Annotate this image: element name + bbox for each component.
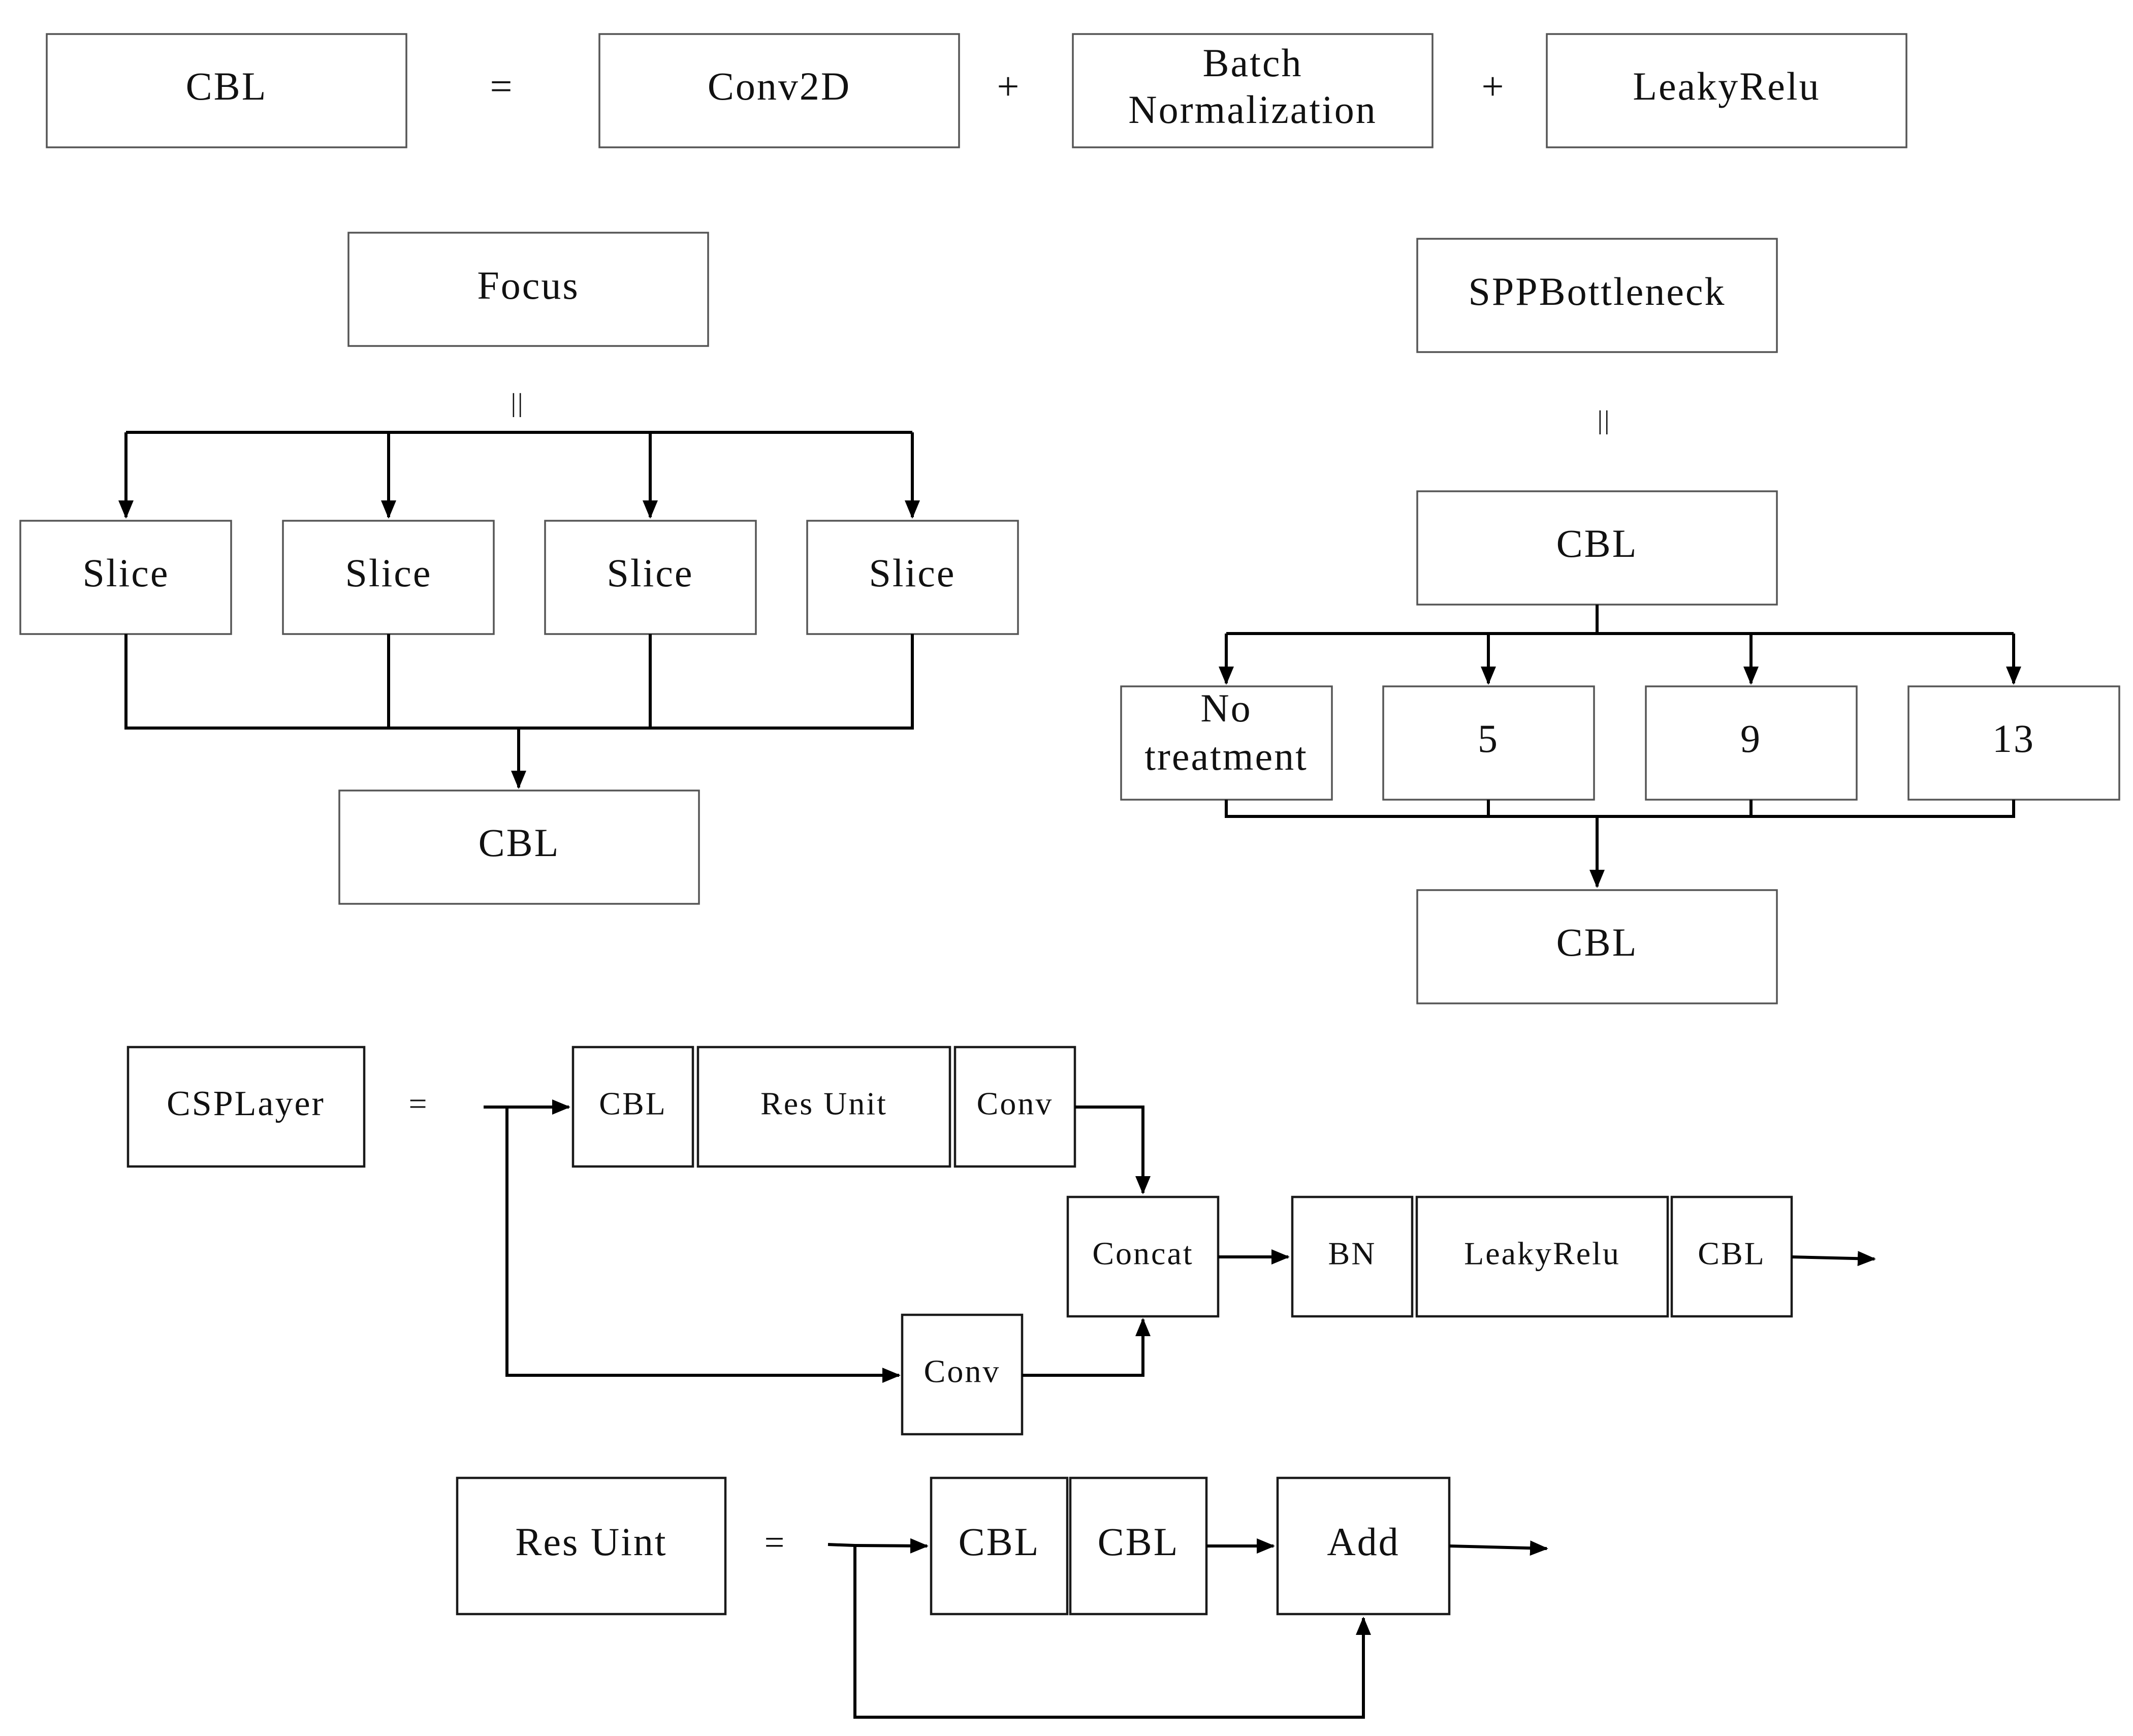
- res-cbl1-label: CBL: [959, 1520, 1040, 1564]
- spp-branch-13-label: 13: [1992, 716, 2035, 761]
- spp-bottleneck-module: SPPBottleneck || CBL No treatment 5 9 13…: [1120, 238, 2120, 1004]
- spp-branch-9-label: 9: [1740, 716, 1762, 761]
- leakyrelu-box: [1546, 33, 1907, 148]
- csp-cbl-box: [571, 1046, 694, 1168]
- csp-leakyrelu-label: LeakyRelu: [1464, 1236, 1620, 1272]
- slice-box: [19, 520, 232, 635]
- csp-conv-top-box: [953, 1046, 1076, 1168]
- spp-branch-13-box: [1907, 685, 2120, 801]
- res-title-box: [456, 1476, 727, 1616]
- res-cbl2-box: [1069, 1476, 1208, 1616]
- csp-title-box: [126, 1046, 366, 1168]
- res-input-line: [827, 1543, 855, 1547]
- batch-norm-label-line1: Batch: [1203, 41, 1303, 85]
- spp-equals: ||: [1598, 406, 1611, 435]
- leakyrelu-label: LeakyRelu: [1633, 64, 1820, 108]
- res-add-label: Add: [1327, 1520, 1399, 1564]
- slice-box: [282, 520, 495, 635]
- res-output-arrow: [1449, 1540, 1548, 1556]
- cbl-def-box: [46, 33, 407, 148]
- res-add-box: [1276, 1476, 1451, 1616]
- conv2d-label: Conv2D: [708, 64, 851, 108]
- csp-conv-bottom-box: [901, 1313, 1024, 1436]
- focus-module: Focus || Slice Slice Slice Slice CBL: [19, 232, 1019, 905]
- plus-sign: +: [997, 64, 1021, 108]
- csp-res-unit-label: Res Unit: [760, 1086, 887, 1122]
- focus-title: Focus: [477, 263, 579, 307]
- res-cbl2-label: CBL: [1098, 1520, 1180, 1564]
- spp-branch-no-treatment-box: [1120, 685, 1333, 801]
- spp-title: SPPBottleneck: [1468, 269, 1726, 313]
- spp-branch-no-line1: No: [1200, 686, 1252, 730]
- csp-conv-top-label: Conv: [977, 1086, 1054, 1122]
- res-unit-module: Res Uint = CBL CBL Add: [456, 1476, 1548, 1719]
- csp-bypass-line: [505, 1107, 901, 1383]
- res-title: Res Uint: [515, 1520, 667, 1564]
- slice-label: Slice: [345, 551, 432, 595]
- batch-norm-label-line2: Normalization: [1128, 87, 1377, 132]
- csp-cbl-label: CBL: [599, 1086, 666, 1122]
- res-skip-connection: [853, 1545, 1371, 1719]
- csp-res-unit-box: [696, 1046, 951, 1168]
- spp-branch-5-box: [1382, 685, 1595, 801]
- slice-box: [544, 520, 757, 635]
- plus-sign: +: [1482, 64, 1506, 108]
- conv2d-box: [598, 33, 960, 148]
- csp-output-arrow: [1791, 1251, 1876, 1267]
- res-cbl1-box: [930, 1476, 1069, 1616]
- csp-bn-box: [1291, 1195, 1414, 1318]
- focus-cbl-box: [338, 790, 700, 905]
- equals-sign: =: [490, 64, 514, 108]
- slice-box: [806, 520, 1019, 635]
- csp-arrow-conv-to-concat: [1075, 1106, 1151, 1194]
- focus-title-box: [347, 232, 709, 347]
- spp-title-box: [1416, 238, 1778, 353]
- focus-cbl-label: CBL: [479, 820, 560, 865]
- csp-bn-label: BN: [1328, 1236, 1377, 1272]
- csp-cbl-out-label: CBL: [1698, 1236, 1765, 1272]
- csp-title: CSPLayer: [167, 1084, 325, 1123]
- focus-equals: ||: [511, 389, 525, 418]
- slice-label: Slice: [607, 551, 694, 595]
- spp-branch-no-line2: treatment: [1144, 734, 1308, 778]
- csp-concat-box: [1066, 1195, 1220, 1318]
- csp-equals: =: [408, 1086, 428, 1122]
- slice-label: Slice: [869, 551, 956, 595]
- csp-arrow-conv-bottom-to-concat: [1022, 1318, 1151, 1377]
- csp-conv-bottom-label: Conv: [924, 1353, 1001, 1390]
- spp-cbl-bottom-box: [1416, 889, 1778, 1004]
- slice-label: Slice: [83, 551, 170, 595]
- batch-norm-box: [1072, 33, 1434, 148]
- csp-cbl-out-box: [1670, 1195, 1793, 1318]
- spp-branch-9-box: [1645, 685, 1858, 801]
- csp-leakyrelu-box: [1415, 1195, 1669, 1318]
- csp-concat-label: Concat: [1092, 1236, 1193, 1272]
- spp-cbl-bottom-label: CBL: [1556, 920, 1638, 964]
- res-arrow-to-cbl: [854, 1538, 929, 1554]
- spp-cbl-top-label: CBL: [1556, 521, 1638, 565]
- spp-cbl-top-box: [1416, 490, 1778, 606]
- res-equals: =: [765, 1523, 786, 1562]
- cbl-def-label: CBL: [186, 64, 268, 108]
- spp-branch-5-label: 5: [1478, 716, 1499, 761]
- csp-layer-module: CSPLayer = CBL Res Unit Conv Conv Concat…: [126, 1046, 1876, 1436]
- cbl-definition-row: CBL = Conv2D + Batch Normalization + Lea…: [46, 33, 1907, 148]
